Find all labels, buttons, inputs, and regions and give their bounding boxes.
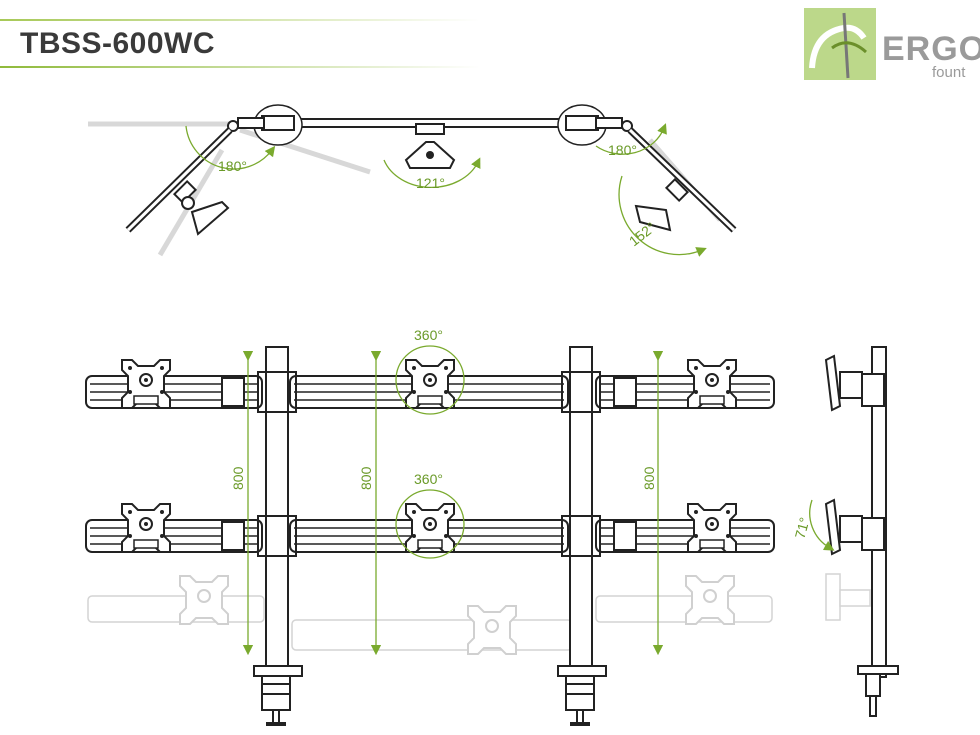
vesa-plate-bottom-left [121,503,171,553]
vesa-plate-bottom-right [687,503,737,553]
vesa-plate-top-center [405,359,455,409]
brand-logo: ERGO fount [804,8,980,88]
angle-label-left: 180° [218,158,247,174]
angle-label-right: 180° [608,142,637,158]
vesa-plate-top-left [121,359,171,409]
page-title: TBSS-600WC [20,27,216,60]
vesa-plate-top-right [687,359,737,409]
logo-brand-text: ERGO [882,30,980,68]
logo-sub-text: fount [932,64,966,81]
pole-right [557,346,607,726]
header-top-rule [0,19,480,21]
height-label-left: 800 [230,466,246,490]
vesa-plate-bottom-center [405,503,455,553]
pole-left [253,346,303,726]
logo-mark-icon [804,8,876,80]
height-label-right: 800 [641,466,657,490]
top-view: 180° 121° 180° 152° [88,104,737,257]
header-bottom-rule [0,66,480,68]
rotation-label-top: 360° [414,327,443,343]
front-view: 360° 360° 800 800 800 [85,327,775,726]
side-view: 71° [792,346,899,717]
tilt-label: 71° [792,516,813,541]
rotation-label-bottom: 360° [414,471,443,487]
height-label-center: 800 [358,466,374,490]
angle-label-center: 121° [416,175,445,191]
